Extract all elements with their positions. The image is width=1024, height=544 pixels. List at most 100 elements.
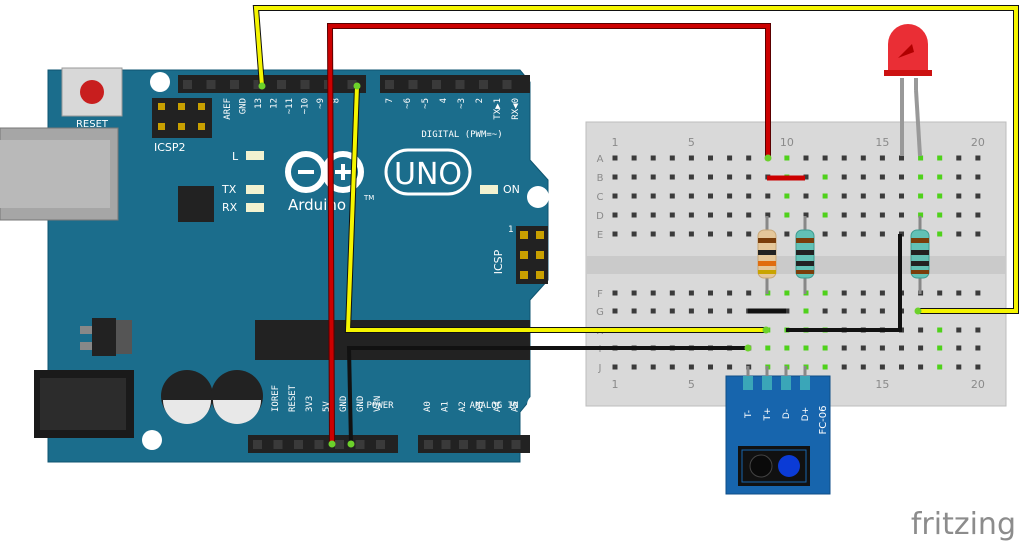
breadboard-hole [860,212,866,218]
icsp-header [516,226,548,284]
breadboard-hole [899,345,904,351]
led-on [480,185,498,194]
sensor-emitter [778,455,800,477]
breadboard-hole [918,212,924,218]
breadboard-hole [612,155,618,161]
pin-label: RESET [288,384,298,412]
breadboard-hole [727,155,733,161]
breadboard-hole [879,155,885,161]
breadboard-hole [765,212,771,218]
breadboard-hole [727,231,733,237]
breadboard-hole [727,290,733,296]
breadboard-hole [631,308,637,314]
pin-label: ~3 [457,98,467,109]
breadboard-hole [650,193,656,199]
breadboard-hole [612,212,618,218]
breadboard-hole [841,231,847,237]
header-socket [230,80,239,89]
breadboard-hole [631,290,637,296]
breadboard-hole [669,231,675,237]
pin-label: 8 [332,98,342,103]
led-l [246,151,264,160]
voltage-regulator [92,318,116,356]
breadboard-hole [975,212,981,218]
breadboard-hole [688,231,694,237]
breadboard-hole [688,364,694,370]
resistor [757,216,777,294]
breadboard-hole [650,212,656,218]
breadboard-hole [746,212,752,218]
breadboard-hole [956,155,962,161]
resistor [910,216,930,294]
breadboard-hole [860,231,866,237]
breadboard-hole [708,290,713,296]
breadboard-hole [975,231,981,237]
pin-label: 4 [439,98,449,103]
breadboard-hole [860,290,866,296]
breadboard-hole [879,308,885,314]
breadboard-hole [669,174,675,180]
breadboard-hole [650,290,656,296]
sensor-pin-label: T- [744,410,754,419]
wire-endpoint [258,82,266,90]
sensor-module-fc06: T-T+D-D+ FC-06 [725,366,831,495]
breadboard-hole [937,327,943,333]
breadboard-hole [918,155,924,161]
breadboard-hole [708,231,713,237]
breadboard-hole [841,364,847,370]
breadboard-col-number: 15 [875,136,889,149]
breadboard-hole [650,155,656,161]
pin-label: ~9 [316,98,326,109]
wire-red-5v [327,24,770,445]
breadboard-hole [688,174,694,180]
pin-label: A0 [423,401,433,412]
breadboard-hole [803,212,809,218]
breadboard-hole [937,174,943,180]
breadboard-hole [688,212,694,218]
breadboard-hole [708,193,713,199]
icsp2-header [152,98,212,138]
breadboard-hole [784,231,790,237]
breadboard-col-number: 20 [971,378,985,391]
header-socket [277,80,286,89]
led-on-label: ON [503,183,520,196]
breadboard-hole [841,290,847,296]
header-socket [300,80,310,89]
header-socket [424,440,433,449]
breadboard-hole [612,231,618,237]
breadboard-hole [784,155,790,161]
breadboard-hole [975,345,981,351]
breadboard-hole [803,193,809,199]
mounting-hole [142,430,162,450]
breadboard-hole [669,290,675,296]
breadboard-hole [708,308,713,314]
breadboard-hole [784,308,790,314]
breadboard-hole [822,174,828,180]
arduino-uno-board: RESET ICSP2 L TX RX ON Arduino TM UNO [0,67,549,463]
wire-black-gnd-led [786,234,902,332]
wire-endpoint [353,82,361,90]
breadboard-hole [803,308,809,314]
pin-label: ~10 [301,98,311,114]
breadboard-hole [669,212,675,218]
breadboard-hole [688,308,694,314]
breadboard-hole [822,364,828,370]
wire-endpoint [347,440,355,448]
breadboard-hole [631,174,637,180]
breadboard-col-number: 1 [612,136,619,149]
breadboard-hole [784,345,790,351]
header-socket [408,80,418,89]
led-tx-label: TX [221,183,237,196]
breadboard-hole [937,193,943,199]
breadboard-hole [899,155,904,161]
breadboard-hole [956,174,962,180]
breadboard-hole [669,308,675,314]
breadboard-hole [841,193,847,199]
breadboard-hole [631,364,637,370]
breadboard-hole [975,193,981,199]
sensor-pin [781,376,791,390]
pin-label: A3 [476,401,486,412]
breadboard-hole [803,155,809,161]
header-socket [432,80,441,89]
breadboard-hole [631,193,637,199]
